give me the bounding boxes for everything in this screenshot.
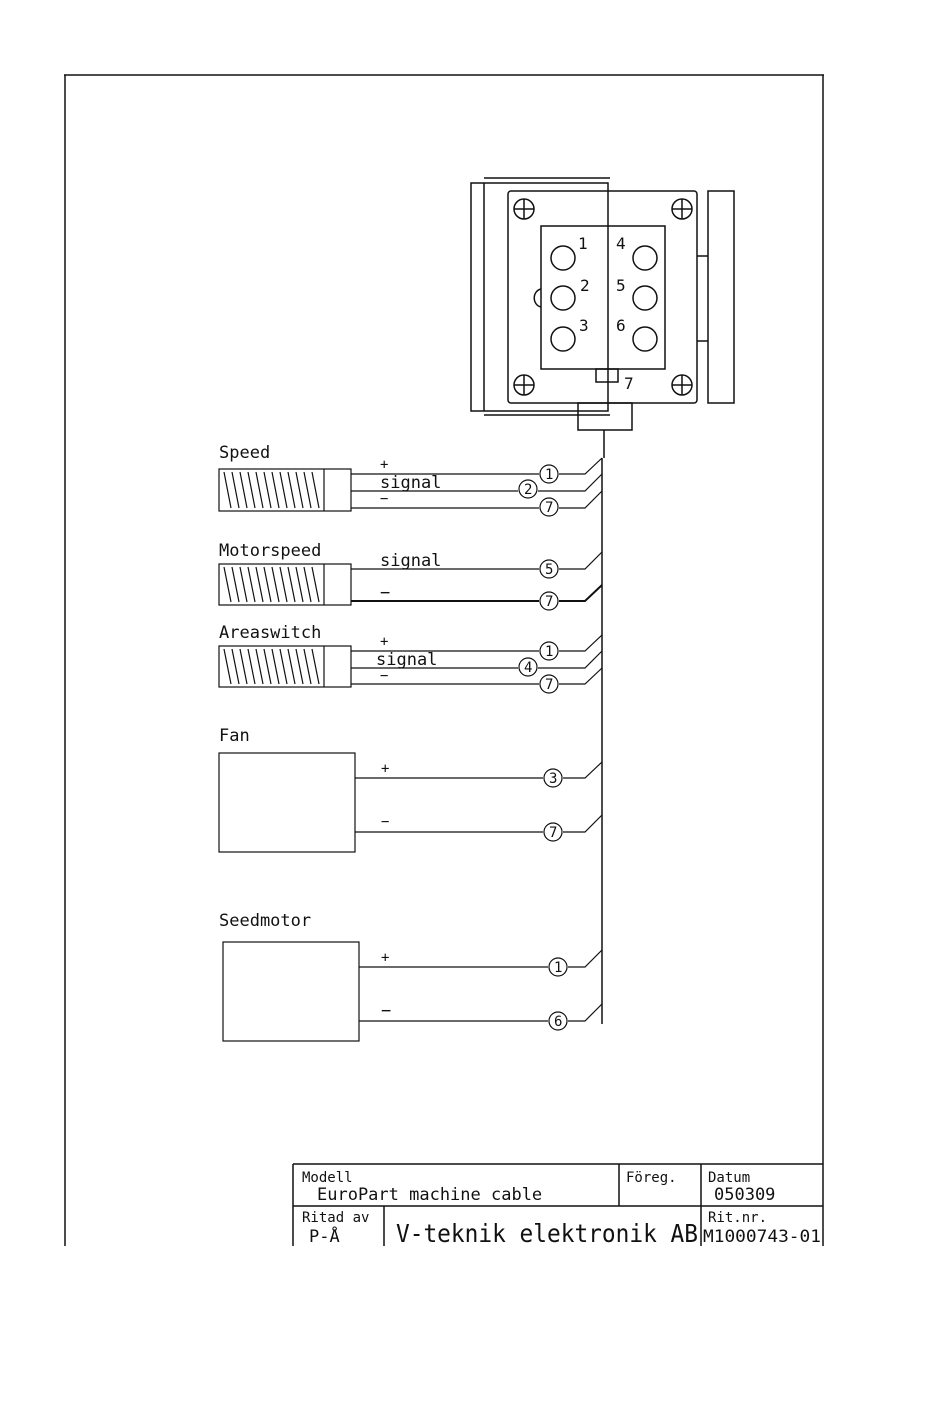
- pin-label-6: 6: [616, 316, 626, 335]
- title-block: Modell EuroPart machine cable Föreg. Dat…: [293, 1164, 823, 1248]
- pin-socket-1: [551, 246, 575, 270]
- wire-label-motorspeed-signal: signal: [380, 551, 441, 571]
- tb-ritad-label: Ritad av: [302, 1210, 369, 1226]
- wire-label-speed-minus: −: [380, 491, 388, 507]
- callout-fan-plus-pin: 3: [549, 771, 557, 787]
- callout-seedmotor-minus-pin: 6: [554, 1014, 562, 1030]
- connector-pins: [551, 246, 657, 351]
- wire-label-speed-plus: +: [380, 457, 388, 473]
- callout-fan-minus-pin: 7: [549, 825, 557, 841]
- component-name-fan: Fan: [219, 726, 250, 746]
- component-name-areaswitch: Areaswitch: [219, 623, 321, 643]
- fan-box: [219, 753, 355, 852]
- callout-speed-plus-pin: 1: [545, 467, 553, 483]
- tb-ritad-value: P-Å: [309, 1225, 340, 1247]
- component-name-speed: Speed: [219, 443, 270, 463]
- pin-label-4: 4: [616, 234, 626, 253]
- pin-socket-5: [633, 286, 657, 310]
- sensor-speed: [219, 469, 351, 511]
- pin-label-7: 7: [624, 374, 634, 393]
- wire-label-seedmotor-minus: −: [381, 1001, 391, 1021]
- component-name-motorspeed: Motorspeed: [219, 541, 321, 561]
- tb-company: V-teknik elektronik AB: [396, 1219, 698, 1248]
- pin-callouts: [519, 465, 567, 1030]
- seedmotor-box: [223, 942, 359, 1041]
- pin-socket-2: [551, 286, 575, 310]
- wire-label-motorspeed-minus: −: [380, 583, 390, 603]
- callout-speed-minus-pin: 7: [545, 500, 553, 516]
- wire-label-speed-signal: signal: [380, 473, 441, 493]
- component-name-seedmotor: Seedmotor: [219, 911, 311, 931]
- callout-seedmotor-plus-pin: 1: [554, 960, 562, 976]
- wire-label-fan-plus: +: [381, 761, 389, 777]
- wires: [351, 458, 602, 1021]
- wire-label-areaswitch-plus: +: [380, 634, 388, 650]
- callout-motorspeed-minus-pin: 7: [545, 594, 553, 610]
- pin-socket-6: [633, 327, 657, 351]
- tb-foreg-label: Föreg.: [626, 1170, 677, 1186]
- connector-housing: [471, 178, 734, 458]
- pin-socket-4: [633, 246, 657, 270]
- wire-labels: + signal − signal − + signal − + − + −: [376, 457, 441, 1021]
- tb-ritnr-value: M1000743-01: [703, 1227, 821, 1247]
- tb-datum-label: Datum: [708, 1170, 750, 1186]
- tb-ritnr-label: Rit.nr.: [708, 1210, 767, 1226]
- pin-label-3: 3: [579, 316, 589, 335]
- pin-socket-3: [551, 327, 575, 351]
- wire-label-areaswitch-minus: −: [380, 668, 388, 684]
- wire-label-seedmotor-plus: +: [381, 950, 389, 966]
- tb-modell-label: Modell: [302, 1170, 353, 1186]
- wire-label-areaswitch-signal: signal: [376, 650, 437, 670]
- callout-motorspeed-signal-pin: 5: [545, 562, 553, 578]
- pin-callout-numbers: 1 2 7 5 7 1 4 7 3 7 1 6: [524, 467, 562, 1030]
- pin-label-5: 5: [616, 276, 626, 295]
- wire-label-fan-minus: −: [381, 814, 389, 830]
- callout-areaswitch-plus-pin: 1: [545, 644, 553, 660]
- sensor-areaswitch: [219, 646, 351, 687]
- callout-areaswitch-signal-pin: 4: [524, 660, 532, 676]
- callout-areaswitch-minus-pin: 7: [545, 677, 553, 693]
- tb-datum-value: 050309: [714, 1185, 775, 1205]
- sensor-motorspeed: [219, 564, 351, 605]
- tb-modell-value: EuroPart machine cable: [317, 1185, 542, 1205]
- pin-label-2: 2: [580, 276, 590, 295]
- pin-label-1: 1: [578, 234, 588, 253]
- callout-speed-signal-pin: 2: [524, 482, 532, 498]
- drawing-border: [64, 75, 824, 1246]
